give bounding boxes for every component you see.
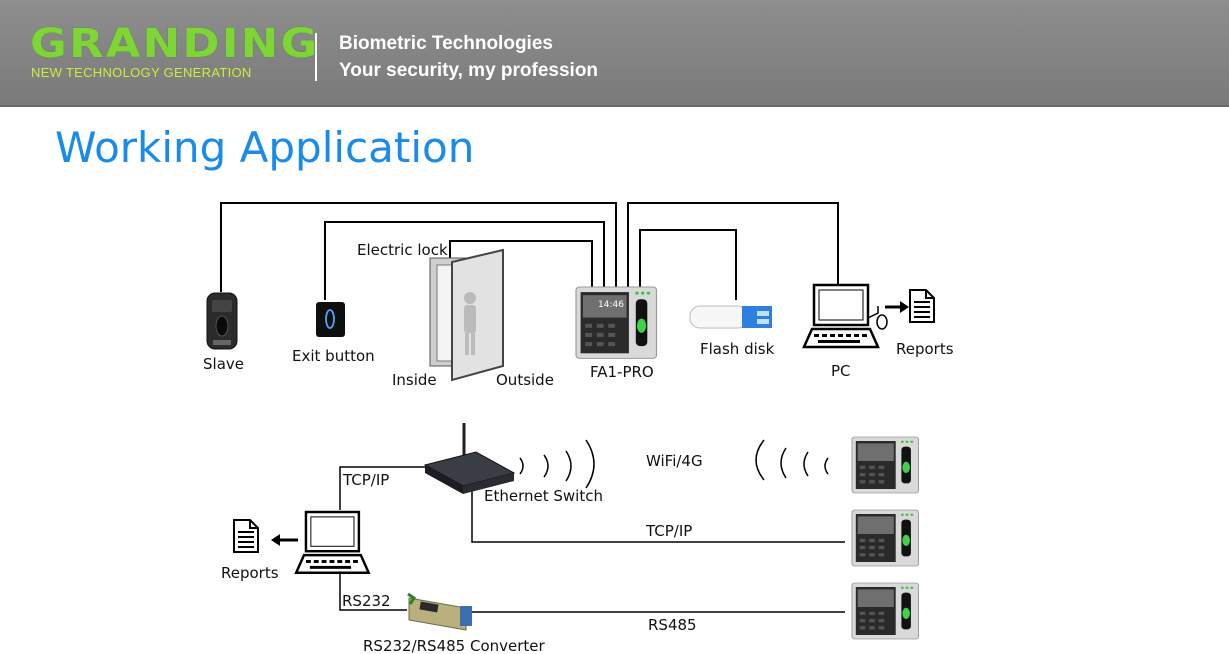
server-pc-laptop-icon [294,510,370,574]
label-rs232-rs485-converter: RS232/RS485 Converter [363,637,546,654]
tagline-line-2: Your security, my profession [339,60,599,81]
granding-logo: GRANDING [30,21,320,67]
label-outside: Outside [496,371,554,389]
label-exit-button: Exit button [292,347,375,365]
rs232-rs485-converter-icon [407,592,472,631]
label-ethernet-switch: Ethernet Switch [484,487,603,505]
door-icon [429,248,504,382]
label-slave: Slave [203,355,244,373]
bottom-connection-lines [339,466,845,613]
logo-subtitle: NEW TECHNOLOGY GENERATION [31,65,252,80]
slave-reader-icon [206,292,238,350]
label-rs485: RS485 [648,616,697,634]
label-inside: Inside [392,371,437,389]
header-divider [315,33,317,81]
label-reports-bottom: Reports [221,564,279,582]
label-tcpip-left: TCP/IP [342,471,389,489]
fa1-pro-screen-time: 14:46 [598,300,624,310]
fa1-pro-terminal-icon: 14:46 [575,286,658,359]
label-pc: PC [831,362,851,380]
label-fa1-pro: FA1-PRO [590,363,654,381]
label-electric-lock: Electric lock [357,241,448,259]
ethernet-switch-icon [423,423,516,494]
page-title: Working Application [55,123,475,172]
top-connection-lines [220,202,839,300]
wifi-signal-left-icon [755,439,829,481]
label-wifi-4g: WiFi/4G [646,452,703,470]
reports-document-icon [909,289,935,323]
label-flash-disk: Flash disk [700,340,775,358]
flash-disk-icon [689,305,772,329]
label-tcpip-middle: TCP/IP [645,522,692,540]
label-rs232: RS232 [342,592,391,610]
wifi-terminal-icon [851,436,919,494]
arrow-to-reports-bottom-icon [271,534,298,546]
header-banner: GRANDING NEW TECHNOLOGY GENERATION Biome… [0,0,1229,107]
pc-laptop-icon [802,283,888,349]
tagline-line-1: Biometric Technologies [339,33,553,54]
tcpip-terminal-icon [851,509,919,567]
exit-button-icon [316,302,345,337]
label-reports-top: Reports [896,340,954,358]
rs485-terminal-icon [851,582,919,640]
wifi-signal-right-icon [519,439,595,489]
reports-bottom-document-icon [233,519,259,553]
arrow-to-reports-icon [885,301,909,313]
